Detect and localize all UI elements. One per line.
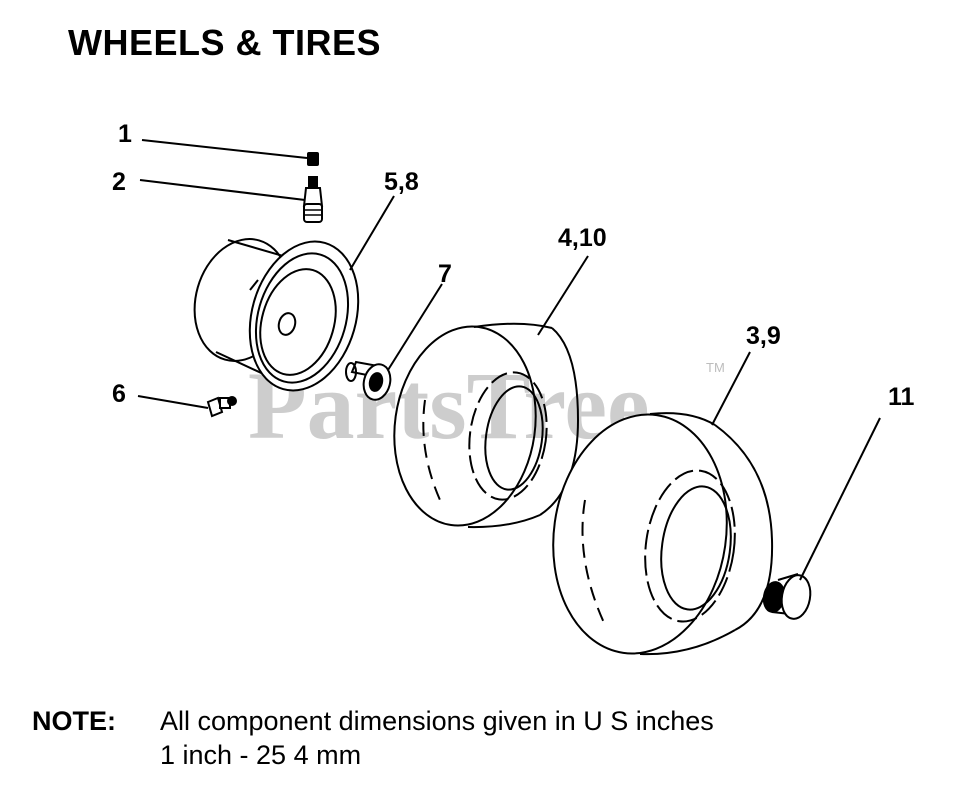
wheel-rim-part <box>193 238 360 392</box>
tire-part <box>393 322 580 529</box>
callout-5-8: 5,8 <box>384 168 419 196</box>
callout-3-9: 3,9 <box>746 322 781 350</box>
tire-front-part <box>552 412 774 656</box>
callout-1: 1 <box>118 120 132 148</box>
bearing-part <box>762 573 812 620</box>
note-line-1: All component dimensions given in U S in… <box>160 706 714 736</box>
callout-6: 6 <box>112 380 126 408</box>
leader-line-2 <box>139 179 306 201</box>
callout-11: 11 <box>888 383 915 411</box>
leader-line-6 <box>137 395 209 409</box>
bushing-part <box>345 360 392 401</box>
callout-2: 2 <box>112 168 126 196</box>
leader-line-11 <box>799 417 881 581</box>
leader-line-3-9 <box>711 351 751 426</box>
page-title: WHEELS & TIRES <box>68 22 382 63</box>
watermark-tm: TM <box>706 360 725 375</box>
leader-line-7 <box>387 283 443 371</box>
valve-cap-part <box>307 152 319 166</box>
grease-fitting-part <box>206 396 237 418</box>
callout-7: 7 <box>438 260 452 288</box>
valve-stem-part <box>302 176 324 223</box>
leader-line-1 <box>141 139 308 159</box>
leader-line-4-10 <box>537 255 589 336</box>
callout-4-10: 4,10 <box>558 224 607 252</box>
leader-line-5-8 <box>349 195 395 271</box>
note-label: NOTE: <box>32 706 116 736</box>
note-line-2: 1 inch - 25 4 mm <box>160 740 362 770</box>
